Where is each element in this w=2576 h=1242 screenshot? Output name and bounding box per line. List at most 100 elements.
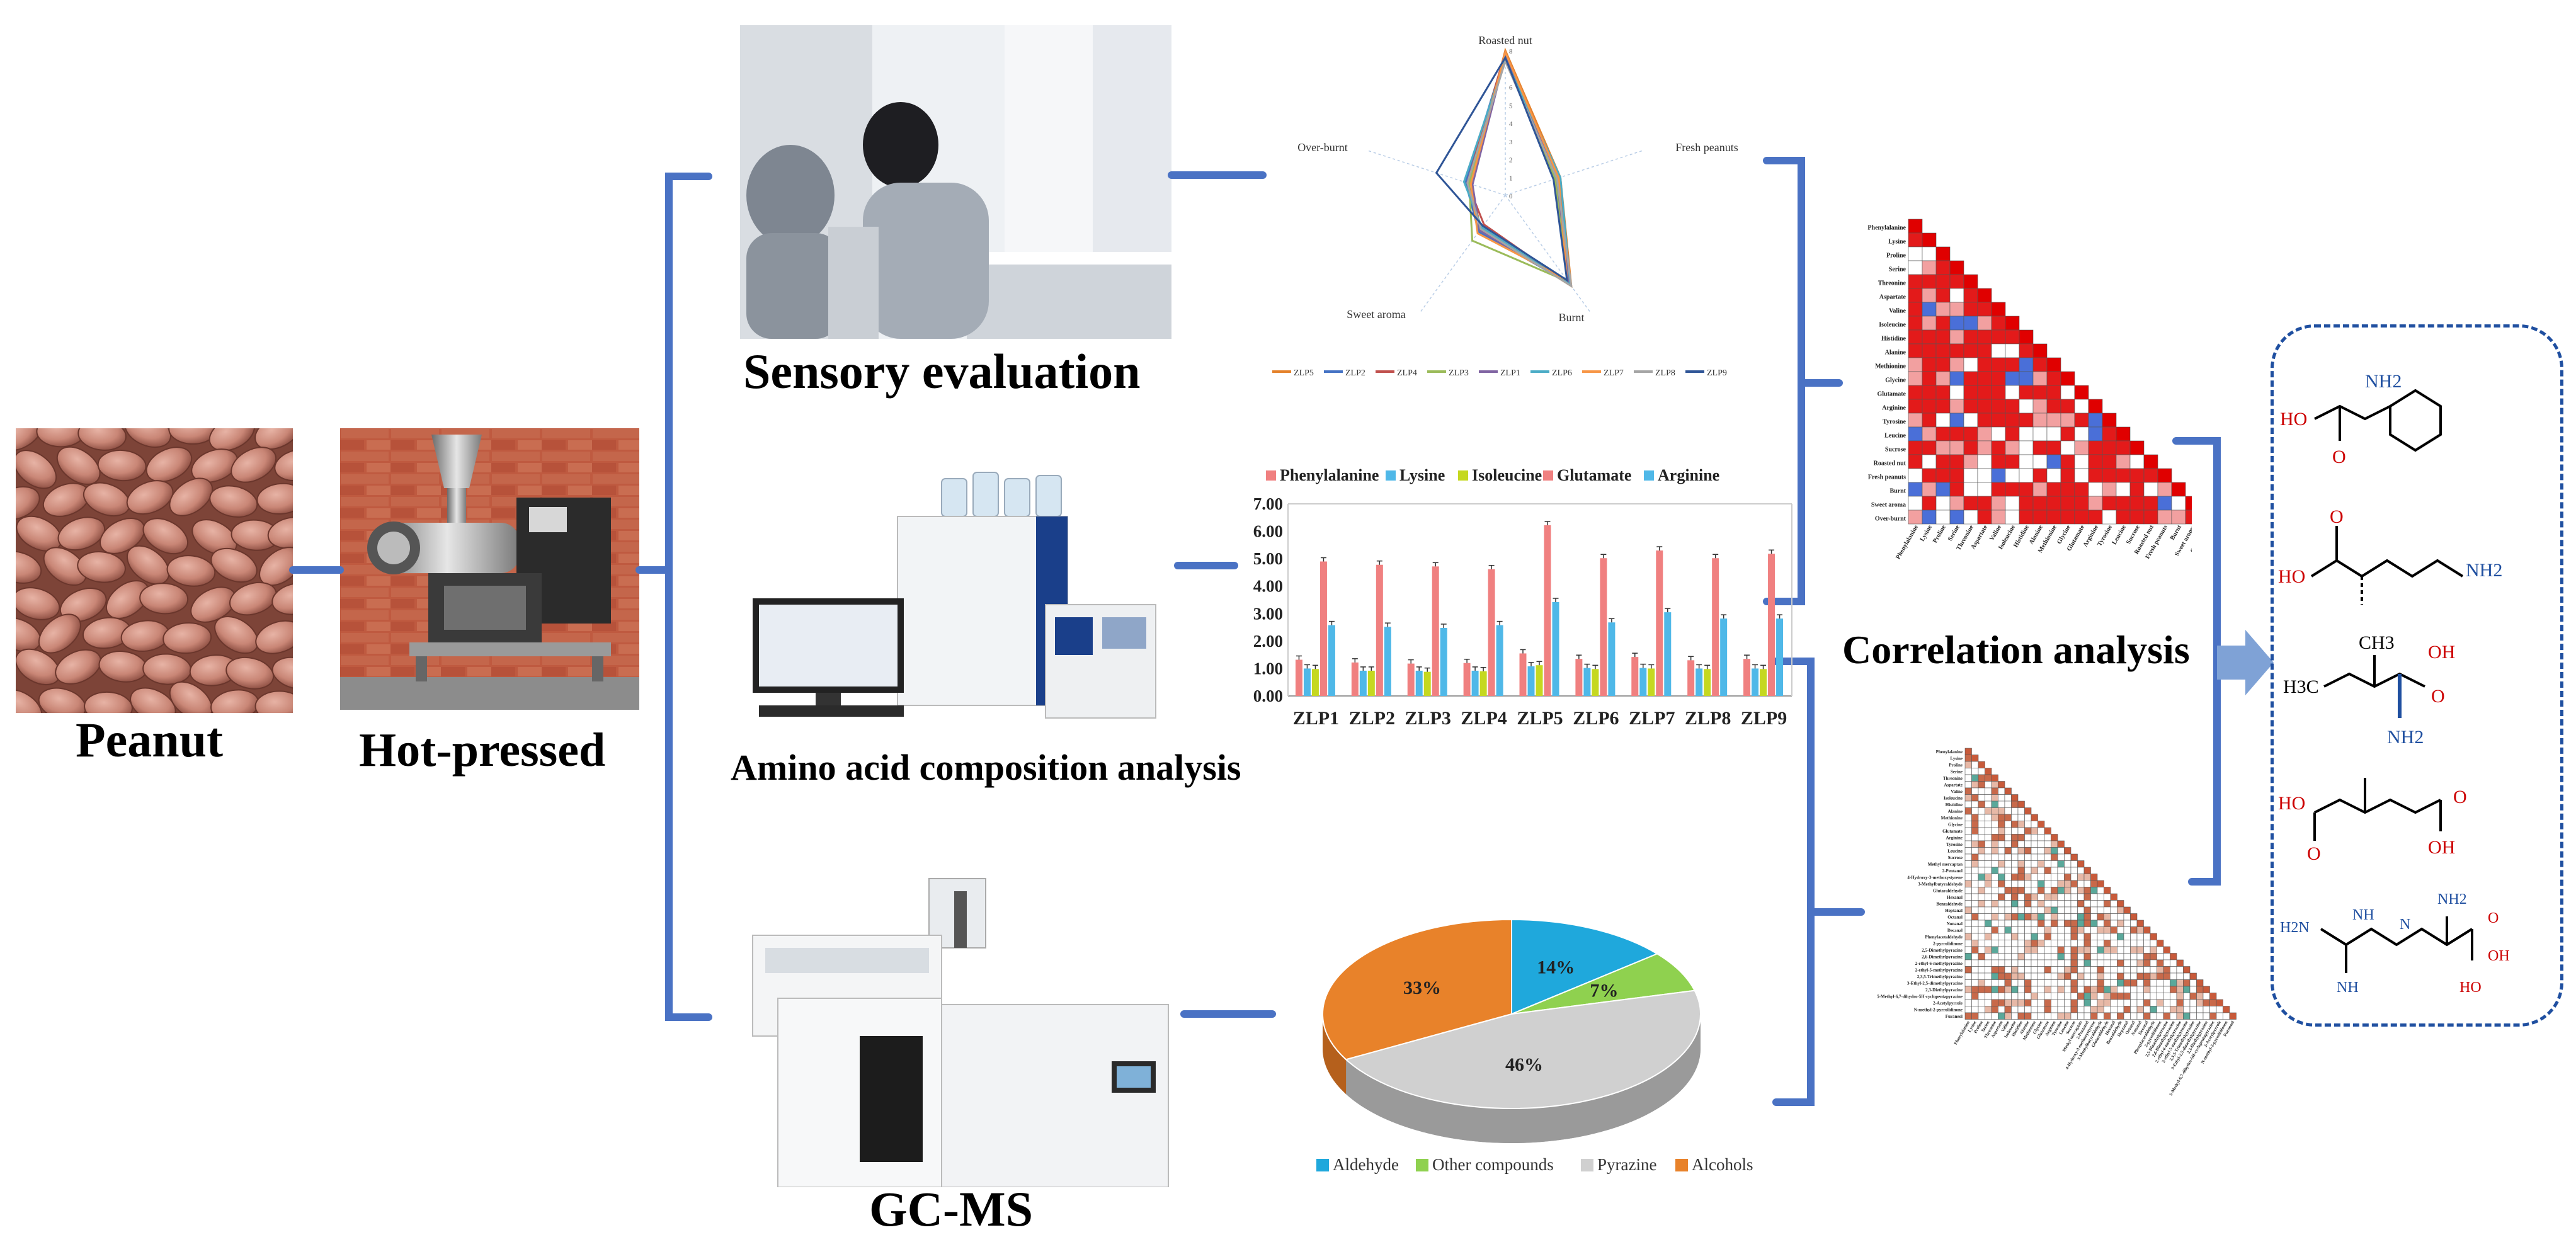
corr-cell bbox=[1971, 887, 1979, 894]
bar-lysine-zlp6 bbox=[1583, 668, 1591, 696]
mol-label: OH bbox=[2428, 642, 2455, 663]
corr-cell bbox=[2136, 940, 2144, 947]
corr-row-label: Sucrose bbox=[1948, 855, 1963, 860]
bar-legend-label: Phenylalanine bbox=[1280, 466, 1379, 484]
corr-cell bbox=[1949, 399, 1964, 414]
bar-phenylalanine-zlp8 bbox=[1687, 660, 1695, 696]
corr-cell bbox=[2088, 510, 2103, 525]
radar-legend-label: ZLP4 bbox=[1397, 368, 1417, 378]
corr-cell bbox=[1908, 219, 1923, 234]
bar-legend-swatch bbox=[1266, 470, 1276, 481]
corr-cell bbox=[1922, 440, 1937, 455]
corr-cell bbox=[2077, 874, 2085, 881]
corr-cell bbox=[2017, 860, 2025, 868]
corr-cell bbox=[1908, 357, 1923, 372]
corr-cell bbox=[1971, 933, 1979, 940]
corr-cell bbox=[1935, 357, 1951, 372]
corr-cell bbox=[2037, 860, 2045, 868]
gcms-photo bbox=[740, 853, 1178, 1187]
corr-cell bbox=[2004, 940, 2012, 947]
corr-cell bbox=[1998, 807, 2005, 815]
corr-cell bbox=[2129, 510, 2145, 525]
corr-cell bbox=[2143, 496, 2158, 511]
corr-row-label: Serine bbox=[1889, 266, 1906, 273]
mol-label: O bbox=[2431, 686, 2445, 707]
corr-col-label: Valine bbox=[1988, 524, 2003, 542]
corr-cell bbox=[1949, 468, 1964, 483]
corr-row-label: Glycine bbox=[1885, 377, 1906, 384]
corr-col-label: Phenylalanine bbox=[1953, 1020, 1971, 1046]
corr-col-label: Proline bbox=[1932, 524, 1947, 545]
corr-cell bbox=[2077, 1012, 2085, 1020]
corr-cell bbox=[1949, 357, 1964, 372]
corr-cell bbox=[1985, 893, 1992, 901]
corr-cell bbox=[2136, 979, 2144, 987]
corr-cell bbox=[1978, 781, 1985, 789]
peanut-kernel bbox=[169, 477, 214, 516]
corr-cell bbox=[2070, 959, 2078, 967]
corr-cell bbox=[2011, 880, 2019, 887]
radar-tick-label: 1 bbox=[1509, 174, 1513, 182]
corr-cell bbox=[2083, 920, 2091, 927]
corr-cell bbox=[1908, 510, 1923, 525]
corr-cell bbox=[1964, 794, 1972, 802]
corr-cell bbox=[1985, 1012, 1992, 1020]
corr-cell bbox=[2017, 814, 2025, 821]
peanut-caption: Peanut bbox=[76, 712, 223, 767]
corr-cell bbox=[2060, 440, 2075, 455]
mol-label: NH2 bbox=[2466, 560, 2502, 581]
corr-cell bbox=[2032, 440, 2048, 455]
corr-cell bbox=[2143, 940, 2151, 947]
corr-cell bbox=[2046, 426, 2061, 442]
radar-tick-label: 3 bbox=[1509, 139, 1513, 146]
bar-isoleucine-zlp5 bbox=[1536, 665, 1543, 696]
corr-cell bbox=[1964, 893, 1972, 901]
corr-cell bbox=[2046, 510, 2061, 525]
corr-row-label: Hexanal bbox=[1947, 895, 1963, 900]
corr-cell bbox=[2011, 993, 2019, 1000]
corr-cell bbox=[2143, 986, 2151, 993]
corr-cell bbox=[2017, 874, 2025, 881]
corr-cell bbox=[2044, 887, 2051, 894]
peanut-kernel bbox=[256, 482, 293, 515]
bar-glutamate-zlp4 bbox=[1488, 569, 1495, 696]
corr-cell bbox=[2004, 893, 2012, 901]
corr-cell bbox=[2183, 1012, 2191, 1020]
bar-isoleucine-zlp3 bbox=[1423, 671, 1431, 696]
corr-cell bbox=[2110, 959, 2117, 967]
corr-cell bbox=[2104, 986, 2111, 993]
radar-tick-label: 0 bbox=[1509, 193, 1513, 200]
corr-cell bbox=[2196, 1006, 2204, 1013]
corr-col-label: Burnt bbox=[2169, 523, 2184, 541]
corr-cell bbox=[2051, 986, 2058, 993]
corr-cell bbox=[2051, 887, 2058, 894]
corr-cell bbox=[1971, 761, 1979, 768]
corr-cell bbox=[2051, 1012, 2058, 1020]
corr-cell bbox=[2004, 840, 2012, 848]
corr-cell bbox=[2024, 880, 2032, 887]
corr-cell bbox=[1985, 840, 1992, 848]
corr-cell bbox=[2116, 426, 2131, 442]
radar-tick-label: 8 bbox=[1509, 48, 1513, 55]
corr-cell bbox=[1963, 316, 1978, 331]
corr-cell bbox=[2017, 972, 2025, 980]
bar-isoleucine-zlp4 bbox=[1479, 671, 1487, 696]
corr-cell bbox=[2170, 979, 2177, 987]
pie-slice-pyrazine bbox=[1345, 989, 1701, 1109]
bar-isoleucine-zlp6 bbox=[1592, 669, 1599, 696]
corr-cell bbox=[2064, 880, 2072, 887]
corr-cell bbox=[2024, 807, 2032, 815]
corr-cell bbox=[1908, 260, 1923, 275]
corr-cell bbox=[2170, 959, 2177, 967]
bar-phenylalanine-zlp5 bbox=[1519, 653, 1527, 696]
bar-arginine-zlp1 bbox=[1328, 625, 1335, 696]
corr-cell bbox=[1998, 800, 2005, 808]
corr-cell bbox=[2074, 413, 2089, 428]
corr-cell bbox=[2004, 853, 2012, 861]
corr-cell bbox=[2057, 926, 2065, 934]
corr-cell bbox=[2019, 510, 2034, 525]
corr-cell bbox=[1949, 371, 1964, 386]
corr-cell bbox=[1935, 246, 1951, 261]
corr-row-label: N-methyl-2-pyrrolidinone bbox=[1914, 1007, 1963, 1012]
corr-cell bbox=[1998, 1012, 2005, 1020]
